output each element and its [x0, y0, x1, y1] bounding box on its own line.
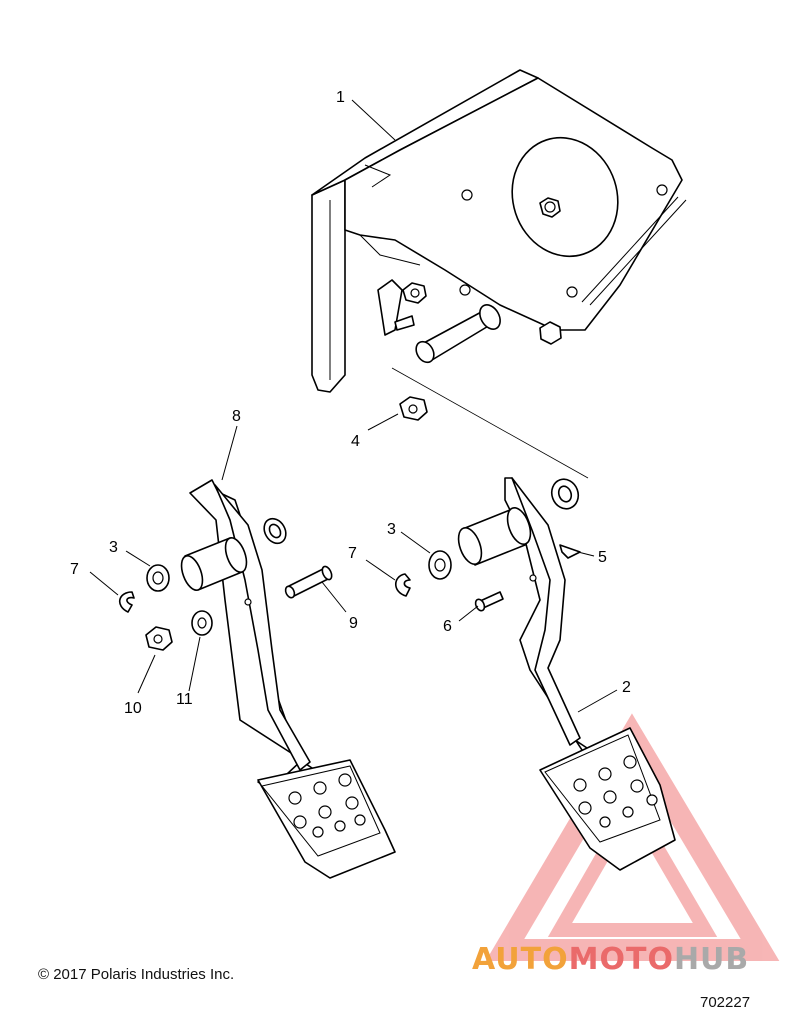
callout-6: 6 [443, 618, 452, 635]
pivot-bushing [263, 517, 287, 545]
washer-right [428, 550, 452, 580]
callout-7-left: 7 [70, 561, 79, 578]
hex-nut [145, 626, 173, 651]
left-pedal [180, 479, 396, 879]
callout-3-left: 3 [109, 539, 118, 556]
copyright-notice: © 2017 Polaris Industries Inc. [38, 966, 235, 983]
washer-left [146, 564, 170, 592]
drawing-number: 702227 [700, 994, 751, 1011]
e-clip-left [119, 591, 135, 613]
watermark-triangle [485, 713, 780, 961]
callout-7-right: 7 [348, 545, 357, 562]
watermark-hub: HUB [673, 942, 750, 977]
callout-4: 4 [351, 433, 360, 450]
callout-10: 10 [124, 700, 142, 717]
e-clip-right [394, 573, 411, 597]
watermark-moto: MOTO [568, 942, 674, 977]
leader-lines [89, 99, 618, 713]
alignment-line [391, 367, 589, 479]
callout-1: 1 [336, 89, 345, 106]
callout-labels: 1 2 3 3 4 5 6 7 7 8 9 10 11 [70, 89, 631, 717]
clevis-pin [284, 565, 333, 599]
callout-5: 5 [598, 549, 607, 566]
pedal-pad-holes-right [573, 755, 658, 828]
flat-washer [191, 610, 213, 636]
pedal-pad-holes-left [288, 773, 366, 838]
callout-11: 11 [176, 691, 193, 708]
watermark-auto: AUTO [472, 942, 569, 977]
callout-3-right: 3 [387, 521, 396, 538]
callout-8: 8 [232, 408, 241, 425]
callout-2: 2 [622, 679, 631, 696]
flange-nut [399, 396, 428, 421]
right-pedal [457, 477, 676, 871]
callout-9: 9 [349, 615, 358, 632]
watermark-logo: AUTOMOTOHUB [472, 942, 749, 977]
hitch-pin-clip [559, 544, 581, 559]
mounting-bracket [311, 69, 687, 393]
pin [474, 591, 504, 612]
